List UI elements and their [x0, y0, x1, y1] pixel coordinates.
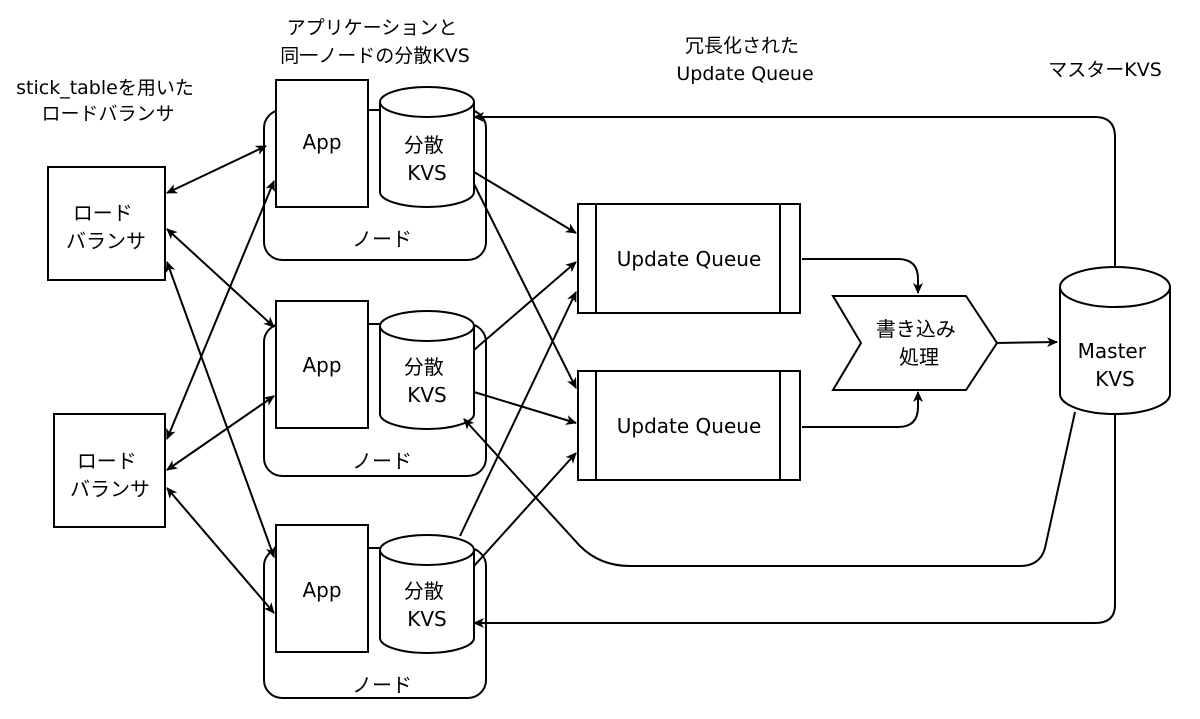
- master-replication-connections: [463, 112, 1116, 628]
- node-1-kvs-line-1: 分散: [404, 133, 444, 157]
- edge-kvs2-q1: [473, 261, 577, 351]
- master-caption: マスターKVS: [1048, 59, 1162, 81]
- edge-lb1-app3: [165, 261, 276, 558]
- edge-lb2-app3: [166, 487, 275, 614]
- node-2-kvs-line-2: KVS: [407, 383, 447, 407]
- load-balancer-2: ロード バランサ: [53, 413, 166, 528]
- node-3-kvs-line-1: 分散: [404, 579, 444, 603]
- node-1-label: ノード: [352, 227, 412, 251]
- node-3: ノード App 分散 KVS: [263, 524, 487, 699]
- master-kvs-line-1: Master: [1078, 339, 1147, 363]
- svg-text:ロード バランサ: ロード バランサ: [66, 201, 146, 253]
- node-3-kvs-cylinder: [379, 534, 475, 654]
- node-kvs-caption: アプリケーションと 同一ノードの分散KVS: [280, 17, 470, 67]
- edge-lb1-app1: [166, 145, 267, 194]
- node-1: ノード App 分散 KVS: [263, 79, 487, 261]
- queue-caption-line-1: 冗長化された: [685, 35, 799, 57]
- load-balancer-1: ロード バランサ: [47, 166, 166, 281]
- node-kvs-caption-line-1: アプリケーションと: [287, 17, 458, 39]
- svg-text:Master KVS: Master KVS: [1078, 339, 1153, 391]
- node-2-label: ノード: [352, 449, 412, 473]
- edge-kvs2-q2: [473, 391, 577, 425]
- queue-writer-connections: [802, 258, 1058, 428]
- node-3-app-box: [275, 524, 369, 653]
- node-2-app-box: [275, 300, 369, 429]
- node-3-label: ノード: [352, 673, 412, 697]
- lb-caption: stick_tableを用いた ロードバランサ: [16, 77, 200, 125]
- edge-kvs3-q1: [459, 291, 577, 537]
- edge-q1-writer: [802, 258, 923, 294]
- node-2: ノード App 分散 KVS: [263, 300, 487, 477]
- update-queue-2-label: Update Queue: [617, 414, 762, 438]
- queue-caption-line-2: Update Queue: [676, 63, 813, 85]
- node-1-app-label: App: [302, 130, 341, 154]
- node-1-kvs-line-2: KVS: [407, 161, 447, 185]
- kvs-queue-connections: [459, 171, 577, 567]
- svg-text:書き込み 処理: 書き込み 処理: [876, 317, 962, 369]
- write-process-line-1: 書き込み: [876, 317, 956, 341]
- lb-caption-line-2: ロードバランサ: [41, 103, 174, 125]
- load-balancer-2-line-1: ロード: [77, 449, 137, 473]
- svg-text:ロード バランサ: ロード バランサ: [70, 449, 150, 501]
- edge-lb2-app2: [166, 395, 275, 471]
- update-queue-2: Update Queue: [577, 370, 801, 481]
- node-2-app-label: App: [302, 353, 341, 377]
- edge-q2-writer: [802, 391, 923, 428]
- update-queue-1: Update Queue: [577, 203, 801, 314]
- load-balancer-1-line-2: バランサ: [66, 229, 146, 253]
- load-balancer-2-line-2: バランサ: [70, 477, 150, 501]
- node-1-app-box: [275, 79, 369, 208]
- node-2-kvs-line-1: 分散: [404, 355, 444, 379]
- edge-master-kvs2: [463, 411, 1076, 567]
- node-3-kvs-line-2: KVS: [407, 607, 447, 631]
- edge-lb2-app1: [166, 180, 275, 440]
- lb-caption-line-1: stick_tableを用いた: [16, 77, 194, 99]
- lb-app-connections: [165, 145, 276, 614]
- queue-caption: 冗長化された Update Queue: [676, 35, 813, 85]
- node-1-kvs-cylinder: [379, 86, 475, 208]
- edge-kvs1-q2: [473, 183, 577, 389]
- write-process-line-2: 処理: [899, 345, 939, 369]
- svg-text:分散 KVS: 分散 KVS: [404, 133, 450, 185]
- svg-text:分散 KVS: 分散 KVS: [404, 579, 450, 631]
- node-kvs-caption-line-2: 同一ノードの分散KVS: [280, 45, 470, 67]
- edge-kvs3-q2: [473, 452, 577, 567]
- update-queue-1-label: Update Queue: [617, 247, 762, 271]
- edge-kvs1-q1: [473, 171, 577, 234]
- edge-master-kvs3: [473, 414, 1116, 628]
- edge-writer-master: [996, 337, 1058, 348]
- master-kvs-line-2: KVS: [1095, 367, 1135, 391]
- load-balancer-1-line-1: ロード: [73, 201, 133, 225]
- master-kvs: Master KVS: [1059, 266, 1171, 415]
- write-process: 書き込み 処理: [831, 295, 999, 391]
- node-3-app-label: App: [302, 578, 341, 602]
- svg-text:分散 KVS: 分散 KVS: [404, 355, 450, 407]
- edge-master-kvs1: [473, 112, 1116, 267]
